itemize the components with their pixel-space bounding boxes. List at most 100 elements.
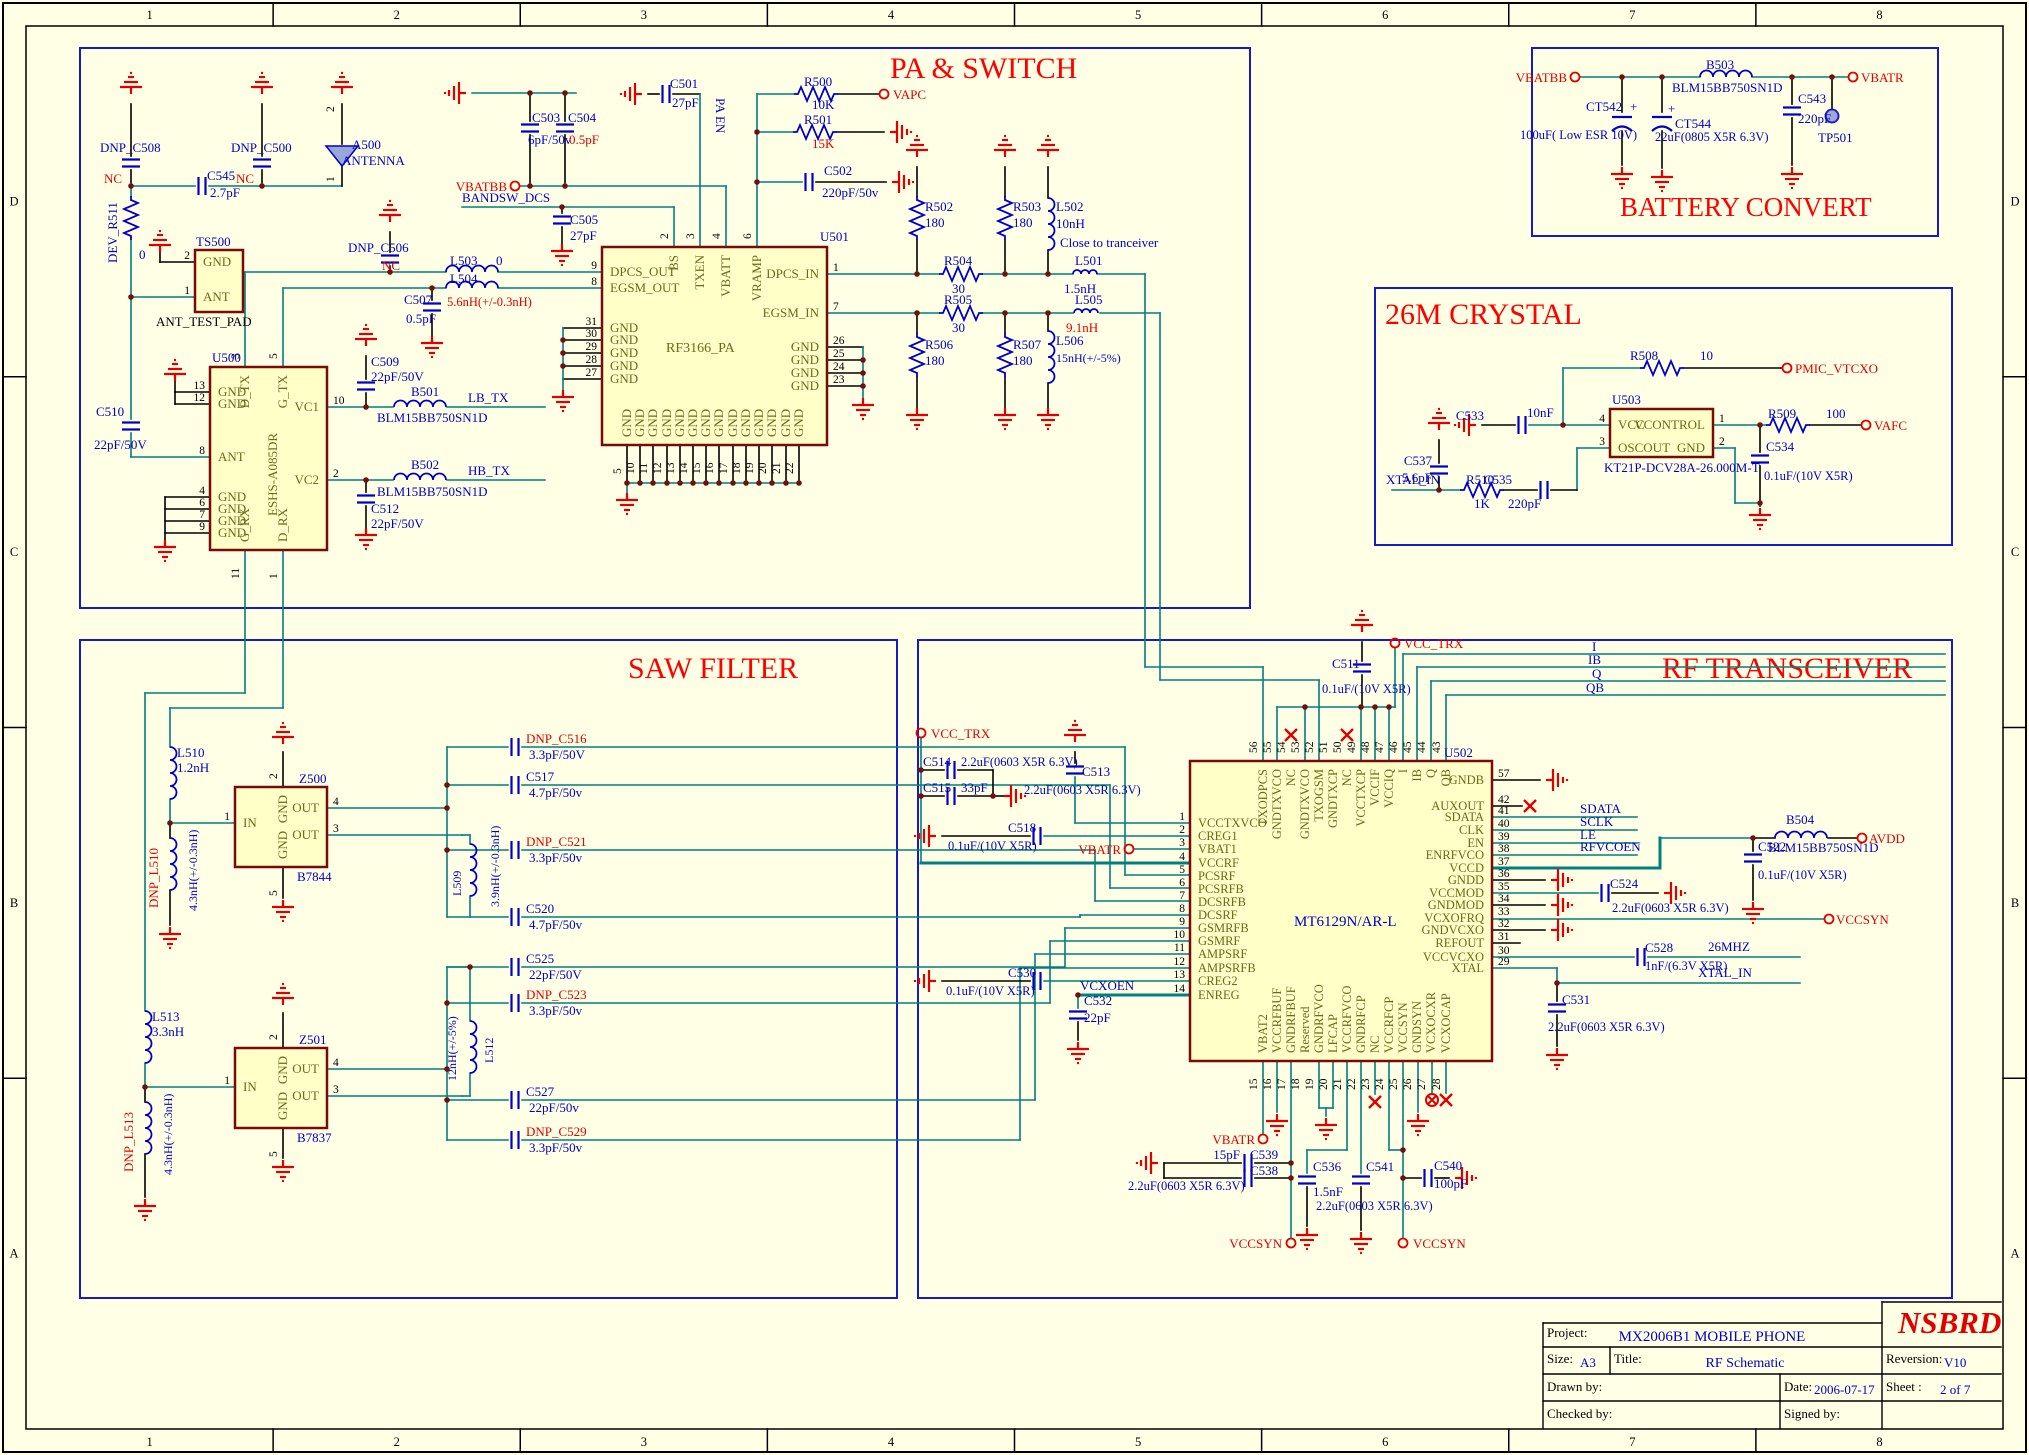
label: 4.3nH(+/-0.3nH) [186,830,200,911]
label: Sheet : [1886,1379,1922,1394]
pin-number: 2 [268,1034,280,1040]
pin-name: GND [610,320,638,335]
pin-number: 11 [1174,942,1185,954]
inductor-symbol [1047,330,1056,384]
pin-number: 11 [230,568,242,579]
pin-number: 16 [1262,1078,1274,1090]
ruler-col-label: 8 [1876,8,1882,22]
x [1427,1095,1437,1105]
ground-symbol [552,390,574,413]
block-outline [1531,47,1939,237]
pin-name: XTAL [1452,961,1484,975]
label: 1 [325,176,337,182]
label: R509 [1768,406,1796,421]
junction-dot [1757,422,1763,428]
pin-name: GNDTXCP [1326,769,1340,828]
junction-dot [363,404,369,410]
label: 100 [1826,406,1846,421]
pin-number: 26 [833,335,845,347]
pin-number: 20 [1318,1078,1330,1090]
ruler-col-label: 7 [1629,1435,1635,1449]
pin-number: 44 [1416,741,1428,753]
polarized-capacitor-symbol [1651,115,1673,132]
junction-dot [444,1000,450,1006]
port-icon [1389,637,1401,649]
capacitor-symbol [1430,465,1448,475]
label: DNP_C521 [526,834,587,849]
x-mark-icon [1340,728,1354,742]
pin-number: 17 [718,462,730,474]
pin-name: SDATA [1445,810,1484,824]
pin-name: DPCS_OUT [610,264,676,279]
pin-name: OUT [292,800,319,815]
pin-name: G_TX [275,374,290,408]
ruler-col-label: 3 [641,8,647,22]
pin-number: 37 [1498,856,1510,868]
junction-dot [444,847,450,853]
ground-symbol [890,121,913,143]
block-title: PA & SWITCH [890,52,1077,85]
label: C540 [1434,1158,1462,1173]
label: 3.3pF/50v [529,850,583,865]
inductor-symbol [445,280,499,289]
capacitor-symbol [1636,948,1646,966]
pin-name: NC [1284,769,1298,786]
label: DNP_C500 [231,140,292,155]
capacitor-symbol [510,1131,520,1149]
inductor-symbol [393,399,447,408]
junction-dot [1386,704,1392,710]
ruler-row-label: D [2010,194,2019,208]
pin-number: 11 [638,463,650,474]
junction-dot [677,480,683,486]
label: L510 [177,745,204,760]
ground-symbol [1611,167,1633,190]
label: 2.2uF(0603 X5R 6.3V) [1128,1179,1245,1193]
label: NC [104,171,122,186]
junction-dot [783,480,789,486]
pin-name: GND [218,513,246,528]
label: 1.5nH [1064,281,1096,296]
pin-number: 18 [731,462,743,474]
pin-name: GSMRFB [1198,921,1249,935]
pin-number: 6 [742,233,754,239]
label: R502 [925,199,953,214]
pin-name: GNDTXVCO [1270,769,1284,839]
capacitor-symbol [556,123,574,133]
label: L505 [1075,292,1102,307]
resistor-symbol [995,333,1015,377]
junction-dot [444,1066,450,1072]
label: 9.1nH [1066,320,1098,335]
ground-symbol [1067,1042,1089,1065]
ruler-col-label: 1 [146,1435,152,1449]
label: C507 [404,292,433,307]
pin-name: GNDVCXO [1422,923,1485,937]
label: NC [236,171,254,186]
label: C539 [1250,1147,1278,1162]
label: A500 [352,137,381,152]
pin-number: 1 [1719,413,1725,425]
junction-dot [769,480,775,486]
junction-dot [444,1097,450,1103]
port-icon [1285,1237,1297,1249]
junction-dot [1045,271,1051,277]
capacitor-symbol [122,421,140,431]
cap-plate [1611,125,1633,132]
chip-TS500 [193,248,245,314]
pin-name: VCXOCAP [1439,993,1453,1053]
ground-symbol [1135,1152,1158,1174]
label: ANTENNA [342,153,405,168]
pin-name: PCSRFB [1198,882,1244,896]
pin-number: 24 [833,361,845,373]
pin-name: AMPSRFB [1198,961,1256,975]
label: L504 [450,271,478,286]
pin-name: GND [791,339,819,354]
block-outline [1374,287,1953,546]
pin-number: 10 [1174,929,1186,941]
label: DEV_R511 [105,202,120,263]
label: 220pF [1798,111,1831,126]
block-title: SAW FILTER [628,652,798,685]
capacitor-symbol [1423,1169,1433,1187]
x [1284,728,1298,742]
label: SCLK [1580,814,1614,829]
c [1425,1093,1439,1107]
